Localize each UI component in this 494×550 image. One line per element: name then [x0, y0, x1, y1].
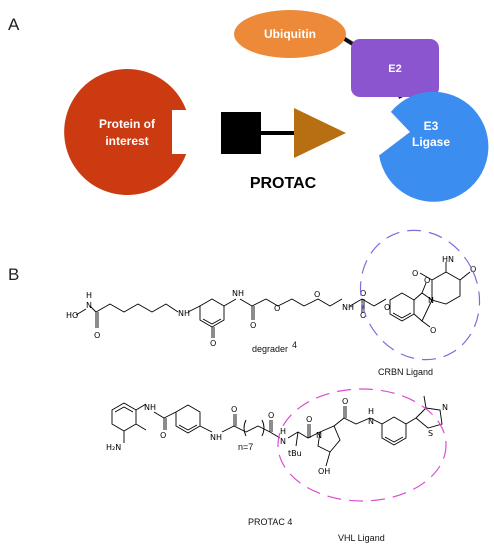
- poi-label-line2: interest: [105, 134, 148, 148]
- svg-text:O: O: [360, 289, 366, 298]
- svg-text:S: S: [428, 429, 433, 438]
- svg-text:H: H: [280, 427, 286, 436]
- ubiquitin-label: Ubiquitin: [264, 27, 316, 41]
- panel-b-letter: B: [8, 265, 19, 284]
- protac-triangle: [294, 108, 346, 158]
- svg-text:N: N: [368, 417, 374, 426]
- protac-4-structure: H₂N NH O NH O O H N tBu O N O H N OH N S: [106, 395, 448, 476]
- degrader-4-structure: HO N H O NH O NH O O O NH O O HN O O O N…: [66, 255, 476, 348]
- svg-text:O: O: [424, 276, 430, 285]
- e2-label: E2: [388, 63, 401, 75]
- svg-text:N: N: [316, 431, 322, 440]
- svg-text:O: O: [412, 269, 418, 278]
- svg-text:O: O: [314, 290, 320, 299]
- vhl-ligand-outline: [277, 388, 447, 502]
- svg-text:H: H: [368, 407, 374, 416]
- svg-text:O: O: [274, 304, 280, 313]
- svg-text:O: O: [342, 397, 348, 406]
- svg-text:O: O: [250, 321, 256, 330]
- svg-text:H₂N: H₂N: [106, 443, 121, 452]
- poi-label-line1: Protein of: [99, 117, 156, 131]
- svg-text:O: O: [430, 326, 436, 335]
- svg-text:O: O: [306, 415, 312, 424]
- svg-text:NH: NH: [342, 303, 354, 312]
- svg-text:O: O: [360, 311, 366, 320]
- svg-text:NH: NH: [178, 309, 190, 318]
- svg-text:H: H: [86, 291, 92, 300]
- e3-ligase-shape: [379, 91, 489, 202]
- e3-label-line2: Ligase: [412, 135, 450, 149]
- degrader-name: degrader: [252, 344, 288, 354]
- protac-label: PROTAC: [250, 175, 317, 192]
- svg-text:N: N: [280, 437, 286, 446]
- svg-text:N: N: [442, 403, 448, 412]
- svg-text:HO: HO: [66, 311, 78, 320]
- svg-text:OH: OH: [318, 467, 330, 476]
- svg-text:tBu: tBu: [288, 449, 302, 458]
- ubiquitin-shape: [234, 10, 346, 58]
- svg-text:O: O: [94, 331, 100, 340]
- svg-text:NH: NH: [232, 289, 244, 298]
- panel-a-letter: A: [8, 15, 20, 34]
- crbn-ligand-caption: CRBN Ligand: [378, 367, 433, 377]
- svg-text:O: O: [384, 303, 390, 312]
- e2-shape: [351, 39, 439, 97]
- svg-text:NH: NH: [144, 403, 156, 412]
- svg-text:N: N: [428, 296, 434, 305]
- svg-text:O: O: [470, 265, 476, 274]
- crbn-ligand-outline: [359, 229, 481, 361]
- protac-square: [221, 112, 261, 154]
- repeat-units: n=7: [238, 442, 253, 452]
- svg-text:O: O: [231, 405, 237, 414]
- svg-text:N: N: [86, 301, 92, 310]
- e3-label-line1: E3: [424, 119, 439, 133]
- svg-text:NH: NH: [210, 433, 222, 442]
- vhl-ligand-caption: VHL Ligand: [338, 533, 385, 543]
- svg-text:O: O: [210, 339, 216, 348]
- svg-text:HN: HN: [442, 255, 454, 264]
- svg-text:O: O: [160, 431, 166, 440]
- protein-of-interest-shape: [64, 69, 187, 195]
- protac-4-name: PROTAC 4: [248, 517, 292, 527]
- svg-text:O: O: [268, 411, 274, 420]
- degrader-number: 4: [292, 340, 297, 350]
